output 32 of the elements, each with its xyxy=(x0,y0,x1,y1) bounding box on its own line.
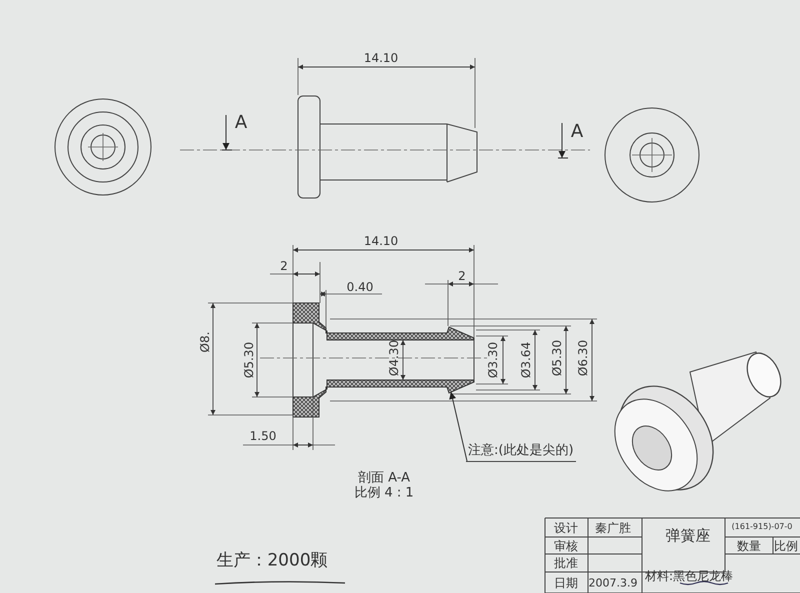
dimension-value: Ø4.30 xyxy=(388,340,400,376)
dimension-value: 14.10 xyxy=(364,52,398,64)
title-block-text: 比例 xyxy=(774,540,798,552)
dimension-value: 1.50 xyxy=(250,430,276,442)
title-block-text: 设计 xyxy=(554,522,578,534)
section-marker-letter: A xyxy=(234,114,248,132)
dimension-value: Ø3.30 xyxy=(487,342,499,378)
handwritten-note: 生产：2000颗 xyxy=(216,552,328,570)
dimension-value: 2 xyxy=(280,260,288,272)
section-marker-letter: A xyxy=(570,123,584,141)
note-text: 注意:(此处是尖的) xyxy=(466,441,576,462)
dimension-value: Ø5.30 xyxy=(551,340,563,376)
dimension-value: 0.40 xyxy=(346,281,374,293)
dimension-value: Ø5.30 xyxy=(243,342,255,378)
dimension-value: 14.10 xyxy=(364,235,398,247)
dimension-value: Ø8. xyxy=(199,332,211,352)
title-block-text: 数量 xyxy=(737,540,761,552)
dimension-value: Ø3.64 xyxy=(520,342,532,378)
title-block-text: 材料:黑色尼龙棒 xyxy=(644,570,734,582)
title-block-text: 审核 xyxy=(554,540,578,552)
title-block-text: 秦广胜 xyxy=(595,522,631,534)
dimension-value: 2 xyxy=(458,270,466,282)
title-block-text: 2007.3.9 xyxy=(588,578,638,588)
title-block-text: (161-915)-07-0 xyxy=(732,523,792,531)
title-block-text: 弹簧座 xyxy=(666,528,710,544)
dimension-value: Ø6.30 xyxy=(577,340,589,376)
title-block-text: 批准 xyxy=(554,557,578,569)
scale-caption: 比例 4 : 1 xyxy=(354,486,414,500)
title-block-text: 日期 xyxy=(554,577,578,589)
section-caption: 剖面 A-A xyxy=(358,472,410,484)
leader-line xyxy=(449,392,468,462)
section-view-drawing xyxy=(292,302,474,418)
